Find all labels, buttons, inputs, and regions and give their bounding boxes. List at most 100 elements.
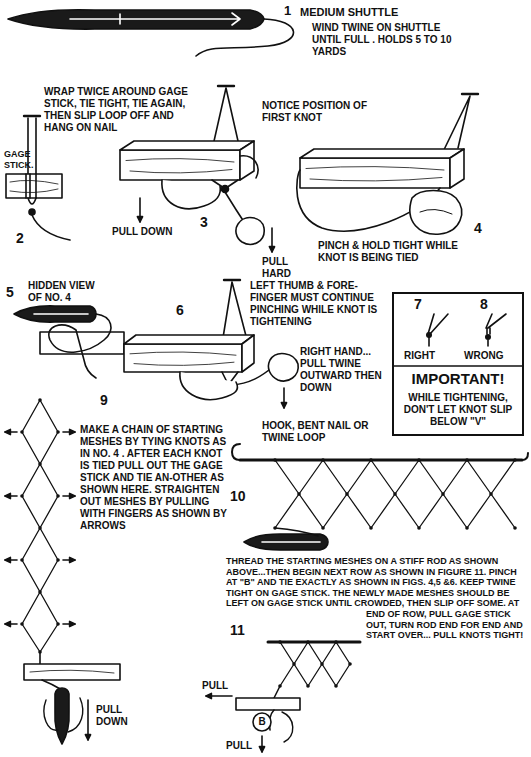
nail — [224, 279, 240, 281]
mesh-knot — [345, 492, 349, 496]
mesh-twine — [40, 528, 58, 560]
rod — [240, 459, 522, 462]
note-text: PULL — [226, 740, 252, 752]
mesh-twine — [40, 592, 58, 624]
mesh-knot — [393, 492, 397, 496]
wood-grain — [130, 352, 236, 365]
hook — [522, 453, 528, 460]
mesh-knot — [369, 526, 373, 530]
mesh-twine — [491, 460, 515, 494]
gage-stick-top — [120, 141, 254, 150]
gage-stick — [124, 344, 242, 372]
mesh-knot — [306, 640, 310, 644]
callout-number: 5 — [6, 284, 14, 300]
arrow-head — [85, 735, 90, 740]
mesh-twine — [294, 664, 308, 686]
mesh-twine — [22, 528, 40, 560]
twine — [196, 19, 293, 56]
shuttle — [244, 534, 328, 550]
arrow-head — [70, 493, 75, 498]
note-text: NOTICE POSITION OF FIRST KNOT — [262, 100, 386, 124]
wood-grain — [306, 167, 444, 181]
mesh-knot — [417, 458, 421, 462]
callout-number: 4 — [474, 220, 482, 236]
callout-number: 11 — [230, 622, 245, 638]
mesh-knot — [56, 494, 60, 498]
mesh-twine — [40, 496, 58, 528]
note-text: PINCH & HOLD TIGHT WHILE KNOT IS BEING T… — [318, 240, 468, 264]
mesh-knot — [56, 558, 60, 562]
mesh-twine — [22, 560, 40, 592]
mesh-twine — [280, 664, 294, 686]
twine — [28, 198, 36, 204]
warning-heading: IMPORTANT! — [394, 370, 522, 387]
arrow-head — [5, 557, 10, 562]
note-text: WIND TWINE ON SHUTTLE UNTIL FULL . HOLDS… — [312, 22, 462, 58]
mesh-twine — [322, 664, 336, 686]
arrow-head — [269, 247, 274, 252]
mesh-twine — [308, 642, 322, 664]
arrow-head — [5, 493, 10, 498]
hook — [232, 444, 240, 460]
mesh-twine — [419, 460, 443, 494]
arrow-head — [70, 557, 75, 562]
note-text: LEFT THUMB & FORE-FINGER MUST CONTINUE P… — [250, 280, 390, 328]
mesh-knot — [56, 430, 60, 434]
note-text: HOOK, BENT NAIL OR TWINE LOOP — [262, 420, 374, 444]
mesh-knot — [348, 662, 352, 666]
gage-stick-end — [242, 335, 254, 372]
wood-grain — [30, 670, 114, 673]
gage-stick-end — [450, 149, 464, 188]
mesh-twine — [299, 494, 323, 528]
mesh-twine — [322, 642, 336, 664]
twine — [49, 314, 111, 378]
callout-number: 2 — [16, 230, 24, 246]
mesh-twine — [323, 494, 347, 528]
mesh-knot — [20, 494, 24, 498]
mesh-twine — [371, 460, 395, 494]
mesh-twine — [336, 664, 350, 686]
finger — [282, 712, 293, 742]
mesh-twine — [491, 494, 515, 528]
mesh-knot — [38, 398, 42, 402]
mesh-knot — [513, 526, 517, 530]
twine — [275, 528, 318, 536]
mesh-knot — [465, 526, 469, 530]
note-text: RIGHT HAND... PULL TWINE OUTWARD THEN DO… — [300, 346, 390, 394]
figure-number: 7 — [414, 296, 422, 312]
mesh-twine — [347, 460, 371, 494]
knot-right — [428, 314, 448, 346]
mesh-knot — [20, 622, 24, 626]
mesh-twine — [443, 494, 467, 528]
mesh-twine — [22, 592, 40, 624]
mesh-twine — [280, 642, 294, 664]
mesh-knot — [441, 492, 445, 496]
figure-caption: RIGHT — [404, 350, 435, 362]
mesh-twine — [275, 494, 299, 528]
arrow-head — [259, 747, 264, 752]
knot — [426, 332, 432, 338]
mesh-knot — [38, 590, 42, 594]
mesh-twine — [308, 664, 322, 686]
mesh-twine — [40, 464, 58, 496]
knot — [29, 209, 35, 215]
mesh-twine — [40, 432, 58, 464]
gage-stick-top — [300, 149, 464, 158]
arrow-head — [206, 693, 211, 698]
callout-number: 6 — [176, 302, 184, 318]
figure-number: 8 — [480, 296, 488, 312]
mesh-twine — [443, 460, 467, 494]
note-text: MAKE A CHAIN OF STARTING MESHES BY TYING… — [80, 424, 230, 532]
pinch-point — [253, 713, 271, 731]
wood-grain — [126, 159, 234, 173]
right-hand — [268, 354, 298, 381]
left-hand — [162, 180, 221, 209]
gage-stick — [120, 150, 240, 180]
wood-grain — [10, 180, 58, 192]
nail — [218, 85, 234, 87]
right-hand — [236, 218, 264, 245]
note-text: PULL DOWN — [96, 704, 136, 728]
shuttle-slot — [34, 313, 88, 315]
mesh-twine — [22, 400, 40, 432]
callout-number: 1 — [284, 3, 291, 18]
